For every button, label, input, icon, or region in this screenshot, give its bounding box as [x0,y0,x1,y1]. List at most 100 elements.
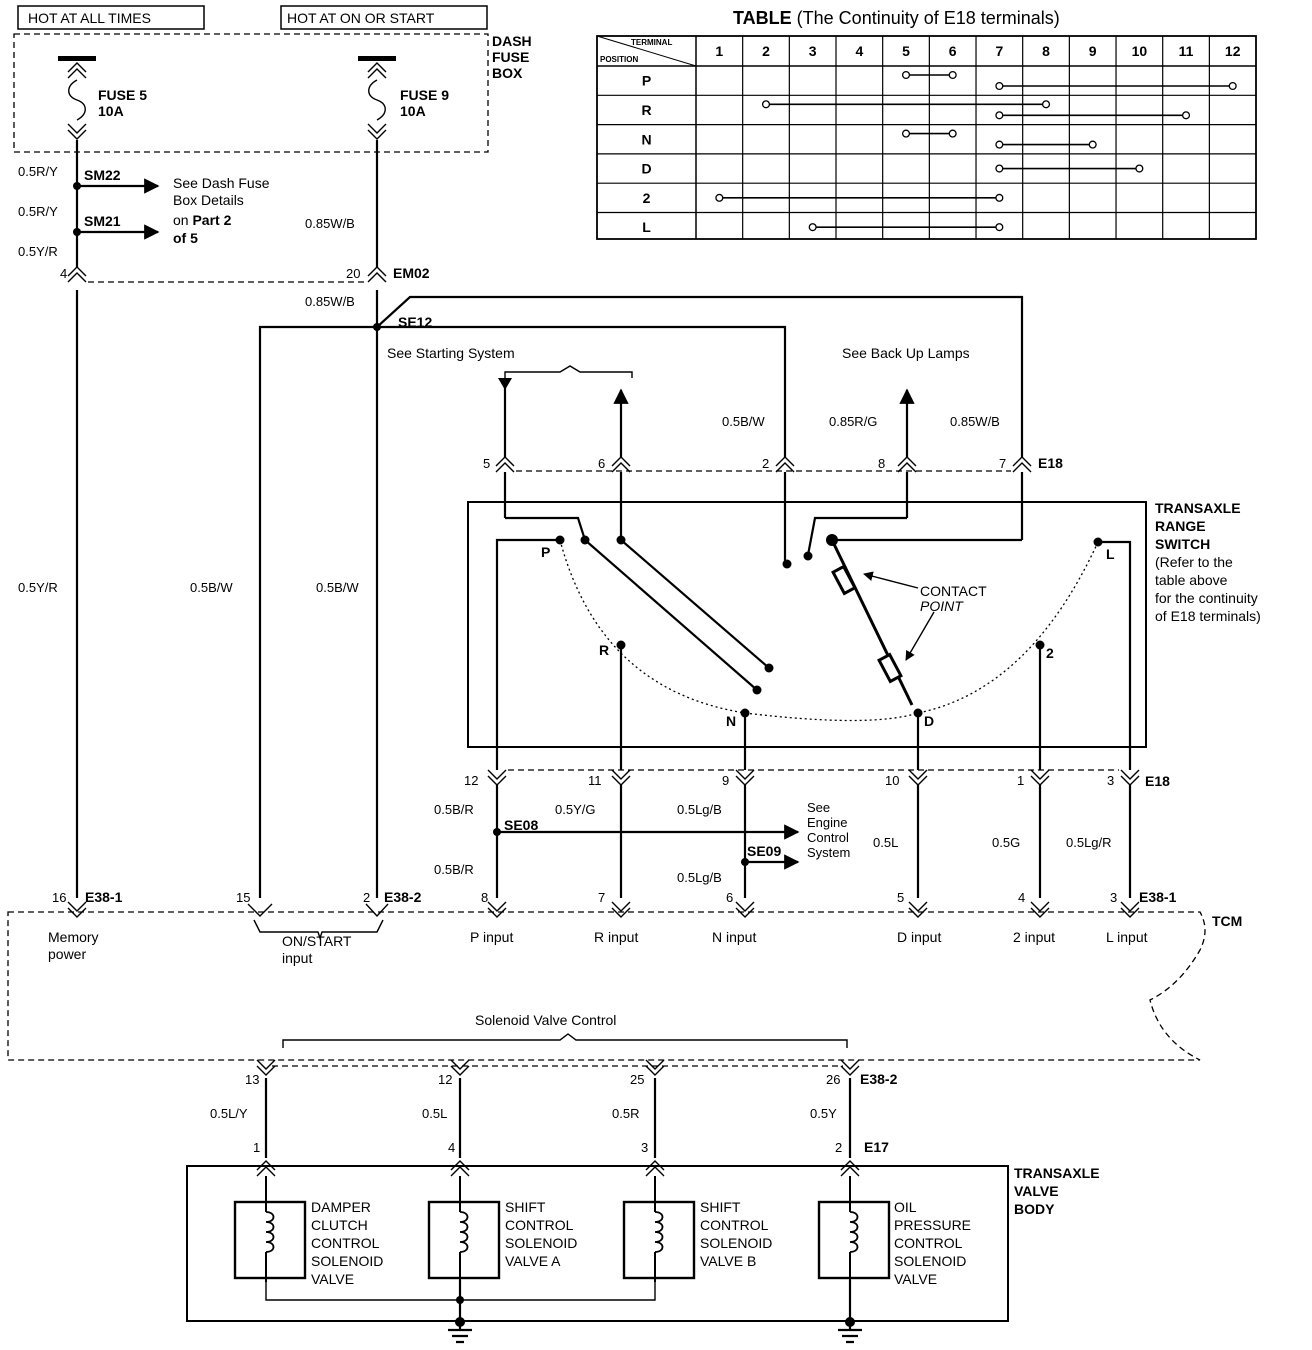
table-position-label: R [641,102,651,118]
solenoid-coil-icon [233,1176,307,1282]
tcm-pin-3: 3 [1110,890,1117,905]
svg-text:FUSE 9: FUSE 9 [400,87,449,103]
tcm-outline [7,901,1206,1061]
svg-text:DASH: DASH [492,33,532,49]
pin-4: 4 [60,266,67,281]
wire-085wb-1: 0.85W/B [305,216,355,231]
connector-pin-chevron [256,1059,276,1076]
connector-pin-chevron [67,901,87,918]
e18-pin-12: 12 [464,773,478,788]
wire-085wb-e18: 0.85W/B [950,414,1000,429]
wire-05ry-2: 0.5R/Y [18,204,58,219]
connector-pin-chevron [1120,901,1140,918]
svg-text:(Refer to the: (Refer to the [1155,554,1233,570]
svg-text:SOLENOID: SOLENOID [311,1253,383,1269]
e18-bottom-wiring [487,769,1140,898]
e38-2-pin-25: 25 [630,1072,644,1087]
svg-text:SHIFT: SHIFT [700,1199,741,1215]
e38-2-pin-13: 13 [245,1072,259,1087]
pos-label-l: L [1106,546,1115,562]
transaxle-valve-body [186,1165,1009,1344]
wire-05yr-mid: 0.5Y/R [18,580,58,595]
table-terminal-header: 2 [762,43,770,59]
table-continuity-terminal [1088,140,1097,149]
table-continuity-terminal [995,223,1004,232]
table-continuity-terminal [1228,81,1237,91]
connector-e18-bottom: E18 [1145,773,1170,789]
table-continuity-terminal [995,111,1004,120]
e17-pin-4: 4 [448,1140,455,1155]
tcm-pin-6: 6 [726,890,733,905]
wire-085rg: 0.85R/G [829,414,877,429]
svg-text:FUSE: FUSE [492,49,529,65]
hot-at-all-times-box: HOT AT ALL TIMES [17,5,205,30]
table-terminal-header: 6 [949,43,957,59]
connector-pin-chevron [908,901,928,918]
table-continuity-terminal [995,81,1004,91]
range-switch-title: TRANSAXLE RANGE SWITCH (Refer to the tab… [1155,500,1261,624]
e17-pin-1: 1 [253,1140,260,1155]
table-terminal-header: 10 [1132,43,1148,59]
connector-e38-2-top: E38-2 [384,889,422,905]
splice-sm21: SM21 [84,213,121,229]
e18-pin-3: 3 [1107,773,1114,788]
wire-05r: 0.5R [612,1106,639,1121]
wire-05bw-e18: 0.5B/W [722,414,765,429]
wire-05g: 0.5G [992,835,1020,850]
table-continuity-terminal [901,129,911,138]
svg-text:BOX: BOX [492,65,523,81]
e18-pin-9: 9 [722,773,729,788]
wire-05br-1: 0.5B/R [434,802,474,817]
svg-text:CONTROL: CONTROL [700,1217,769,1233]
solenoid-valve-control-label: Solenoid Valve Control [475,1012,616,1028]
svg-text:Box Details: Box Details [173,192,244,208]
fuse-5: FUSE 5 10A [58,56,147,140]
wire-05l: 0.5L [873,835,898,850]
connector-e38-2-bottom: E38-2 [860,1071,898,1087]
table-continuity-terminal [1135,164,1144,173]
svg-text:HOT AT ALL TIMES: HOT AT ALL TIMES [28,10,151,26]
e38-2-pin-12: 12 [438,1072,452,1087]
svg-text:DAMPER: DAMPER [311,1199,371,1215]
table-terminal-header: 11 [1179,43,1194,59]
svg-text:Control: Control [807,830,849,845]
svg-text:VALVE A: VALVE A [505,1253,561,1269]
tcm-label: TCM [1212,913,1242,929]
svg-text:CONTROL: CONTROL [894,1235,963,1251]
ground-icon [448,1322,472,1344]
svg-text:SHIFT: SHIFT [505,1199,546,1215]
svg-text:OIL: OIL [894,1199,917,1215]
see-starting-system: See Starting System [387,345,515,361]
fuse-9: FUSE 9 10A [358,56,449,140]
table-continuity-terminal [1181,111,1191,120]
table-title: TABLE (The Continuity of E18 terminals) [733,8,1060,28]
solenoid-wiring [256,1059,860,1177]
pos-label-2: 2 [1046,645,1054,661]
svg-text:on Part 2: on Part 2 [173,212,232,228]
oil-pressure-solenoid-label: OIL PRESSURE CONTROL SOLENOID VALVE [894,1199,971,1287]
svg-text:SOLENOID: SOLENOID [505,1235,577,1251]
e18-pin-1: 1 [1017,773,1024,788]
2-input-label: 2 input [1013,929,1055,945]
e17-pin-3: 3 [641,1140,648,1155]
svg-text:TRANSAXLE: TRANSAXLE [1014,1165,1100,1181]
solenoid-coil-icon [427,1176,501,1282]
splice-se12: SE12 [398,314,432,330]
l-input-label: L input [1106,929,1148,945]
connector-pin-chevron [840,1059,860,1076]
table-terminal-header: 7 [995,43,1003,59]
connector-pin-chevron [450,1059,470,1076]
valve-body-title: TRANSAXLE VALVE BODY [1014,1165,1100,1217]
point-label: POINT [920,598,964,614]
wire-05ry-1: 0.5R/Y [18,164,58,179]
e17-pin-2: 2 [835,1140,842,1155]
e18-pin-5: 5 [483,456,490,471]
svg-text:TRANSAXLE: TRANSAXLE [1155,500,1241,516]
svg-text:CONTROL: CONTROL [311,1235,380,1251]
see-dash-fuse-note: See Dash Fuse Box Details on Part 2 of 5 [173,175,270,246]
connector-e17: E17 [864,1139,889,1155]
table-position-label: L [642,219,651,235]
shift-solenoid-a-label: SHIFT CONTROL SOLENOID VALVE A [505,1199,577,1269]
connector-pin-chevron [487,901,507,918]
connector-pin-chevron [735,901,755,918]
